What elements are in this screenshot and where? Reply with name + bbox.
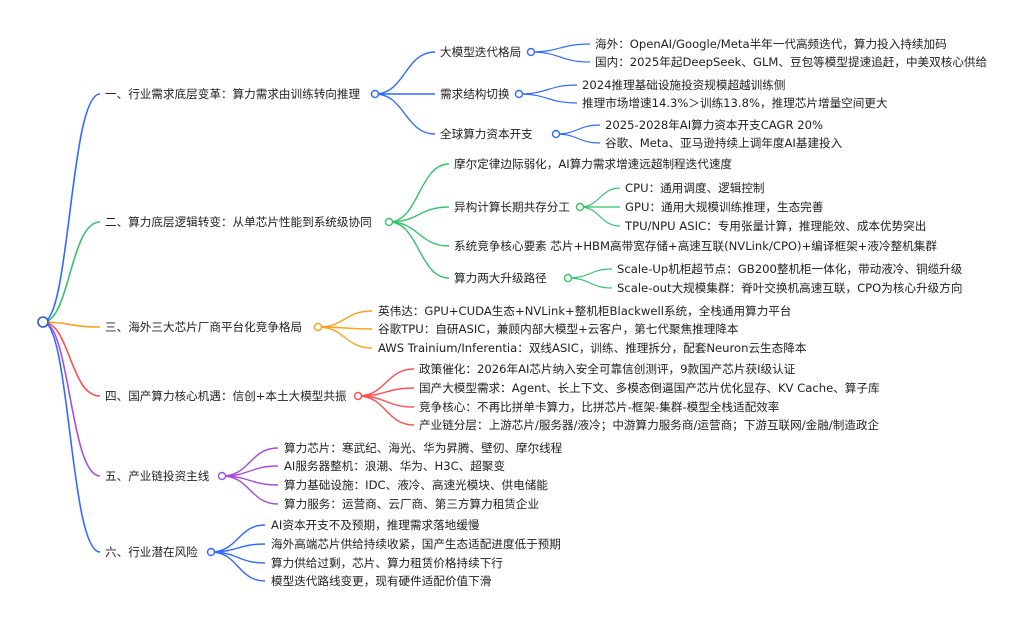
expander-b6[interactable]	[206, 547, 216, 557]
connector-b2-c2-g1	[579, 187, 621, 208]
expander-b2-c2[interactable]	[575, 202, 585, 212]
node-b2-c2-g1[interactable]: CPU：通用调度、逻辑控制	[625, 181, 765, 195]
branch-3-label[interactable]: 三、海外三大芯片厂商平台化竞争格局	[105, 320, 303, 334]
node-b1-c1[interactable]: 大模型迭代格局	[440, 45, 522, 59]
node-b6-c2[interactable]: 海外高端芯片供给持续收紧，国产生态适配进度低于预期	[271, 537, 561, 551]
connector-root-b4	[42, 321, 101, 397]
node-b4-c2[interactable]: 国产大模型需求：Agent、长上下文、多模态倒逼国产芯片优化显存、KV Cach…	[419, 381, 880, 395]
connector-b2-c2	[388, 206, 450, 223]
expander-b1-c2[interactable]	[514, 89, 524, 99]
node-b6-c1[interactable]: AI资本开支不及预期，推理需求落地缓慢	[271, 518, 480, 532]
connector-b1-c1	[374, 51, 436, 95]
node-b2-c4-g2[interactable]: Scale-out大规模集群：脊叶交换机高速互联，CPO为核心升级方向	[617, 281, 963, 295]
connector-b3-c3	[317, 326, 373, 349]
node-b1-c2[interactable]: 需求结构切换	[440, 87, 510, 101]
connector-b2-c4	[388, 221, 450, 279]
node-b5-c3[interactable]: 算力基础设施：IDC、液冷、高速光模块、供电储能	[284, 478, 548, 492]
node-b2-c2-g3[interactable]: TPU/NPU ASIC：专用张量计算，推理能效、成本优势突出	[625, 219, 927, 233]
connector-b1-c1-g2	[530, 51, 591, 63]
node-b2-c2[interactable]: 异构计算长期共存分工	[454, 200, 570, 214]
connector-b6-c4	[210, 551, 266, 582]
connector-b2-c2-g3	[579, 206, 621, 227]
connector-b2-c4-g1	[567, 268, 613, 279]
expander-b2-c4[interactable]	[563, 273, 573, 283]
connector-b1-c2-g1	[518, 84, 578, 95]
node-b2-c2-g2[interactable]: GPU：通用大规模训练推理，生态完善	[625, 200, 824, 214]
expander-b5[interactable]	[217, 471, 227, 481]
node-b5-c2[interactable]: AI服务器整机：浪潮、华为、H3C、超聚变	[284, 459, 506, 473]
branch-4-label[interactable]: 四、国产算力核心机遇：信创+本土大模型共振	[105, 389, 347, 403]
branch-6-label[interactable]: 六、行业潜在风险	[105, 545, 198, 559]
node-b5-c1[interactable]: 算力芯片：寒武纪、海光、华为昇腾、壁仞、摩尔线程	[284, 441, 563, 455]
node-b1-c3-g1[interactable]: 2025-2028年AI算力资本开支CAGR 20%	[605, 118, 824, 132]
expander-b4[interactable]	[353, 391, 363, 401]
connector-root-b5	[42, 321, 101, 477]
root-node[interactable]	[37, 316, 49, 328]
node-b1-c1-g2[interactable]: 国内：2025年起DeepSeek、GLM、豆包等模型提速追赶，中美双核心供给	[595, 55, 988, 69]
node-b5-c4[interactable]: 算力服务：运营商、云厂商、第三方算力租赁企业	[284, 497, 540, 511]
connector-root-b1	[42, 93, 101, 323]
branch-2-label[interactable]: 二、算力底层逻辑转变：从单芯片性能到系统级协同	[105, 215, 372, 229]
node-b1-c3[interactable]: 全球算力资本开支	[440, 127, 533, 141]
node-b3-c2[interactable]: 谷歌TPU：自研ASIC，兼顾内部大模型+云客户，第七代聚焦推理降本	[378, 322, 739, 336]
node-b2-c4[interactable]: 算力两大升级路径	[454, 271, 547, 285]
connector-b1-c1-g1	[530, 43, 591, 53]
expander-b3[interactable]	[313, 322, 323, 332]
node-b4-c4[interactable]: 产业链分层：上游芯片/服务器/液冷；中游算力服务商/运营商；下游互联网/金融/制…	[419, 418, 880, 432]
node-b2-c1[interactable]: 摩尔定律边际弱化，AI算力需求增速远超制程迭代速度	[454, 157, 733, 171]
connector-b2-c1	[388, 163, 450, 223]
expander-b1-c1[interactable]	[526, 47, 536, 57]
node-b2-c3[interactable]: 系统竞争核心要素 芯片+HBM高带宽存储+高速互联(NVLink/CPO)+编译…	[454, 239, 937, 253]
node-b1-c3-g2[interactable]: 谷歌、Meta、亚马逊持续上调年度AI基建投入	[605, 136, 843, 150]
node-b2-c4-g1[interactable]: Scale-Up机柜超节点：GB200整机柜一体化，带动液冷、铜缆升级	[617, 262, 963, 276]
connector-b1-c3	[374, 93, 436, 135]
node-b6-c4[interactable]: 模型迭代路线变更，现有硬件适配价值下滑	[271, 574, 492, 588]
branch-5-label[interactable]: 五、产业链投资主线	[105, 469, 210, 483]
node-b4-c3[interactable]: 竞争核心：不再比拼单卡算力，比拼芯片-框架-集群-模型全栈适配效率	[419, 400, 780, 414]
node-b6-c3[interactable]: 算力供给过剩，芯片、算力租赁价格持续下行	[271, 556, 503, 570]
connector-b4-c4	[357, 395, 415, 426]
connector-root-b3	[42, 321, 101, 328]
node-b1-c2-g1[interactable]: 2024推理基础设施投资规模超越训练侧	[582, 78, 786, 92]
node-b1-c1-g1[interactable]: 海外：OpenAI/Google/Meta半年一代高频迭代，算力投入持续加码	[595, 37, 947, 51]
connector-b2-c4-g2	[567, 277, 613, 289]
expander-b1-c3[interactable]	[551, 129, 561, 139]
expander-b1[interactable]	[370, 89, 380, 99]
connector-b1-c2-g2	[518, 93, 578, 104]
node-b1-c2-g2[interactable]: 推理市场增速14.3%＞训练13.8%，推理芯片增量空间更大	[582, 96, 888, 110]
connector-b5-c1	[221, 447, 279, 477]
connector-root-b2	[42, 221, 101, 323]
connector-root-b6	[42, 321, 101, 553]
connector-b1-c3-g2	[555, 133, 601, 144]
connector-b2-c3	[388, 221, 450, 247]
connector-b1-c3-g1	[555, 124, 601, 135]
branch-1-label[interactable]: 一、行业需求底层变革：算力需求由训练转向推理	[105, 87, 361, 101]
connector-b5-c4	[221, 475, 279, 505]
connector-b3-c1	[317, 310, 373, 328]
expander-b2[interactable]	[384, 217, 394, 227]
node-b4-c1[interactable]: 政策催化：2026年AI芯片纳入安全可靠信创测评，9款国产芯片获Ⅰ级认证	[419, 362, 796, 376]
node-b3-c1[interactable]: 英伟达：GPU+CUDA生态+NVLink+整机柜Blackwell系统，全栈通…	[378, 304, 792, 318]
node-b3-c3[interactable]: AWS Trainium/Inferentia：双线ASIC，训练、推理拆分，配…	[378, 341, 807, 355]
